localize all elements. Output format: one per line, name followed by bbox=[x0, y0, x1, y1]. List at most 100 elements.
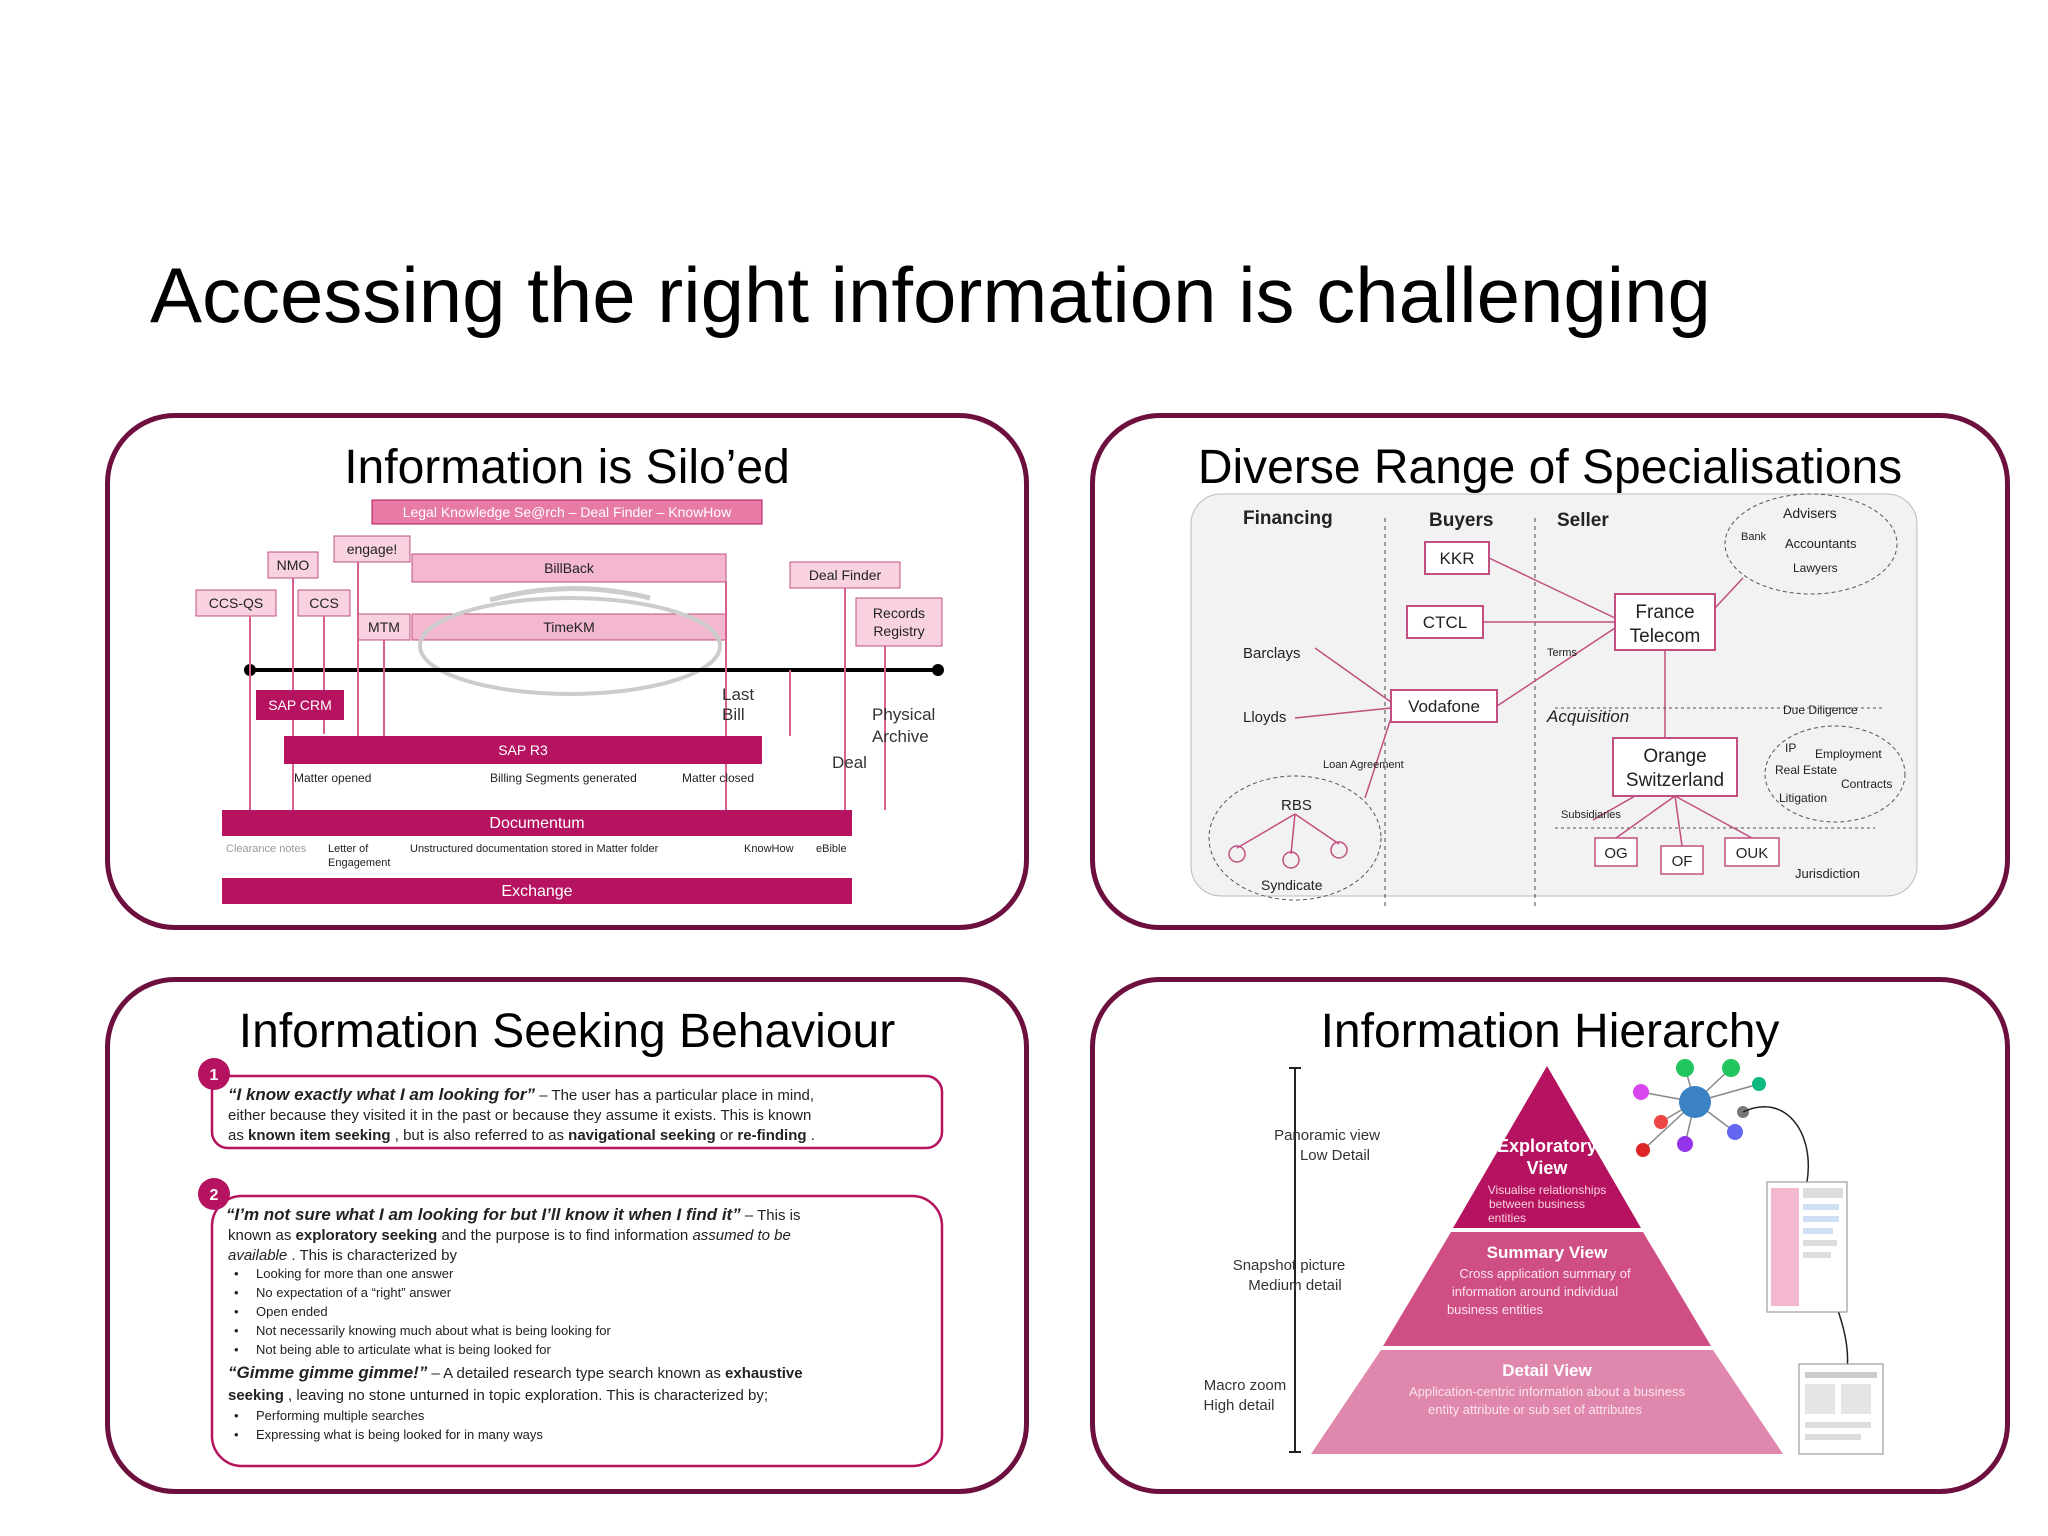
tier-detail bbox=[1311, 1350, 1783, 1454]
bullet-item: No expectation of a “right” answer bbox=[256, 1285, 452, 1300]
ctcl-box bbox=[1406, 605, 1484, 639]
svg-text:“Gimme gimme gimme!”: “Gimme gimme gimme!” – A detailed resear… bbox=[228, 1363, 803, 1382]
svg-text:•: • bbox=[234, 1342, 239, 1357]
silo-diagram: Legal Knowledge Se@rch – Deal Finder – K… bbox=[195, 499, 944, 904]
sap-r3-box bbox=[284, 736, 762, 764]
tier-desc-detail-2: entity attribute or sub set of attribute… bbox=[1428, 1402, 1642, 1417]
tier-desc-exploratory-3: entities bbox=[1488, 1211, 1526, 1225]
contracts-label: Contracts bbox=[1841, 777, 1892, 791]
level-label-2b: Medium detail bbox=[1248, 1277, 1341, 1294]
svg-text:available . This is ch: available . This is characterized by bbox=[228, 1247, 458, 1264]
sap-crm-box bbox=[256, 690, 344, 720]
billback-box bbox=[411, 553, 727, 583]
bank-label: Bank bbox=[1741, 531, 1767, 543]
last-bill-label-2: Bill bbox=[722, 705, 745, 724]
search-banner bbox=[371, 499, 763, 525]
subsidiaries-label: Subsidiaries bbox=[1561, 809, 1621, 821]
ip-label: IP bbox=[1785, 741, 1796, 755]
ccs-qs-box bbox=[195, 589, 277, 617]
advisers-cloud bbox=[1724, 493, 1898, 595]
og-label: OG bbox=[1604, 845, 1627, 862]
svg-text:•: • bbox=[234, 1304, 239, 1319]
exchange-label: Exchange bbox=[501, 883, 572, 900]
svg-text:•: • bbox=[234, 1408, 239, 1423]
accountants-label: Accountants bbox=[1785, 536, 1857, 551]
tier-desc-summary-3: business entities bbox=[1447, 1302, 1544, 1317]
matter-opened-label: Matter opened bbox=[294, 771, 371, 785]
panel-information-seeking: Information Seeking Behaviour 1 “I know … bbox=[105, 977, 1029, 1494]
buyers-header: Buyers bbox=[1429, 510, 1493, 531]
level-label-2: Snapshot picture bbox=[1233, 1257, 1346, 1274]
connector-arrow-1 bbox=[1742, 1106, 1809, 1183]
rbs-label: RBS bbox=[1281, 797, 1312, 814]
ouk-box bbox=[1724, 837, 1780, 867]
seeking-number-badge-1 bbox=[198, 1058, 230, 1090]
timekm-label: TimeKM bbox=[543, 619, 595, 635]
financing-header: Financing bbox=[1243, 508, 1333, 529]
seeking-diagram: 1 “I know exactly what I am looking for”… bbox=[198, 1058, 944, 1468]
tier-title-summary: Summary View bbox=[1487, 1243, 1608, 1262]
records-registry-label: Records bbox=[873, 605, 925, 621]
due-diligence-cloud bbox=[1764, 725, 1906, 823]
france-telecom-label-2: Telecom bbox=[1630, 626, 1701, 647]
bullet-item: Expressing what is being looked for in m… bbox=[256, 1427, 543, 1442]
documentum-box bbox=[222, 810, 852, 836]
loan-agreement-label: Loan Agreement bbox=[1323, 759, 1404, 771]
tier-exploratory bbox=[1453, 1066, 1641, 1228]
mtm-label: MTM bbox=[368, 619, 400, 635]
orange-switzerland-label-2: Switzerland bbox=[1626, 770, 1724, 791]
of-label: OF bbox=[1672, 853, 1693, 870]
panel-information-siloed: Information is Silo’ed Legal Knowledge S… bbox=[105, 413, 1029, 930]
level-label-3: Macro zoom bbox=[1204, 1377, 1287, 1394]
panel-diverse-specialisations: Diverse Range of Specialisations Financi… bbox=[1090, 413, 2010, 930]
tier-title-exploratory-2: View bbox=[1527, 1158, 1569, 1178]
deal-label: Deal bbox=[832, 753, 867, 772]
panel-information-hierarchy: Information Hierarchy Panoramic view Low… bbox=[1090, 977, 2010, 1494]
due-diligence-label: Due Diligence bbox=[1783, 703, 1858, 717]
nmo-label: NMO bbox=[277, 557, 310, 573]
deal-finder-box bbox=[789, 561, 901, 589]
tier-title-detail: Detail View bbox=[1502, 1361, 1592, 1380]
engagement-letter-label: Letter of bbox=[328, 843, 369, 855]
svg-text:•: • bbox=[234, 1266, 239, 1281]
cycle-arrow bbox=[489, 585, 651, 603]
tier-summary bbox=[1383, 1232, 1711, 1346]
deal-finder-label: Deal Finder bbox=[809, 567, 882, 583]
svg-text:•: • bbox=[234, 1427, 239, 1442]
seeking-number-1: 1 bbox=[210, 1067, 219, 1084]
search-banner-label: Legal Knowledge Se@rch – Deal Finder – K… bbox=[403, 504, 733, 520]
specialisations-diagram: Financing Buyers Seller Advisers Bank Ac… bbox=[1190, 493, 1918, 908]
network-illustration bbox=[1633, 1059, 1766, 1157]
seeking-quote-3: “Gimme gimme gimme!” bbox=[228, 1363, 428, 1382]
real-estate-label: Real Estate bbox=[1775, 763, 1837, 777]
lloyds-label: Lloyds bbox=[1243, 709, 1286, 726]
seeking-quote-2: “I’m not sure what I am looking for but … bbox=[226, 1205, 741, 1224]
france-telecom-label: France bbox=[1635, 602, 1694, 623]
barclays-label: Barclays bbox=[1243, 645, 1301, 662]
ouk-label: OUK bbox=[1736, 845, 1769, 862]
unstructured-doc-label: Unstructured documentation stored in Mat… bbox=[410, 843, 659, 855]
svg-text:as known item seeking: as known item seeking , but is also refe… bbox=[228, 1127, 815, 1144]
seeking-text-1: – The user has a particular place in min… bbox=[539, 1087, 814, 1104]
terms-label: Terms bbox=[1547, 647, 1577, 659]
records-registry-label-2: Registry bbox=[873, 623, 924, 639]
billback-label: BillBack bbox=[544, 560, 595, 576]
engage-label: engage! bbox=[347, 541, 398, 557]
clearance-notes-label: Clearance notes bbox=[226, 843, 307, 855]
svg-text:•: • bbox=[234, 1323, 239, 1338]
bullet-item: Open ended bbox=[256, 1304, 328, 1319]
bullet-item: Not being able to articulate what is bei… bbox=[256, 1342, 552, 1357]
seeking-box-2 bbox=[210, 1194, 944, 1468]
advisers-label: Advisers bbox=[1783, 505, 1837, 521]
panel-title: Information Seeking Behaviour bbox=[238, 1005, 896, 1058]
slide-title: Accessing the right information is chall… bbox=[150, 251, 1711, 339]
kkr-label: KKR bbox=[1440, 549, 1475, 568]
documentum-label: Documentum bbox=[489, 815, 584, 832]
level-label-3b: High detail bbox=[1204, 1397, 1275, 1414]
hierarchy-diagram: Panoramic view Low Detail Snapshot pictu… bbox=[1204, 1059, 1884, 1455]
timekm-box bbox=[411, 613, 727, 641]
seeking-quote-1: “I know exactly what I am looking for” bbox=[228, 1085, 536, 1104]
svg-text:“I’m not sure what I am lookin: “I’m not sure what I am looking for but … bbox=[226, 1205, 800, 1224]
physical-archive-label: Physical bbox=[872, 705, 935, 724]
vodafone-label: Vodafone bbox=[1408, 697, 1480, 716]
